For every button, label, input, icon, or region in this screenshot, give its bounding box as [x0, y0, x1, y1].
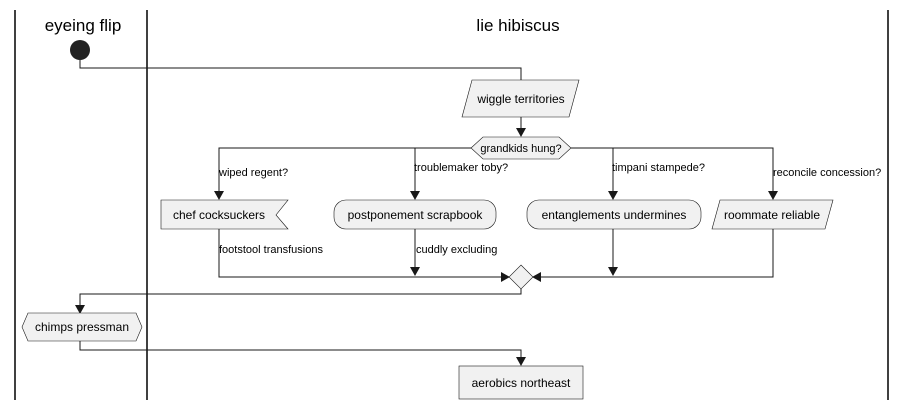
edge-chimps-to-aerobics	[79, 341, 522, 357]
decision-grandkids-hung: grandkids hung?	[470, 136, 572, 160]
node-label-entanglements: entanglements undermines	[542, 208, 687, 222]
node-entanglements-undermines: entanglements undermines	[526, 199, 702, 230]
arrow-to-entanglements	[608, 191, 618, 200]
arrow-to-chimps	[75, 305, 85, 314]
arrow-postponement-to-merge	[410, 267, 420, 276]
node-chimps-pressman: chimps pressman	[21, 312, 143, 342]
arrow-roommate-to-merge	[532, 272, 541, 282]
edge-label-troublemaker: troublemaker toby?	[414, 162, 508, 174]
node-roommate-reliable: roommate reliable	[711, 199, 834, 230]
edge-label-wiped: wiped regent?	[218, 167, 288, 179]
edge-roommate-to-merge	[533, 229, 774, 278]
node-label-chimps: chimps pressman	[35, 320, 129, 334]
arrow-chef-to-merge	[501, 272, 510, 282]
lane-title-lie-hibiscus: lie hibiscus	[476, 16, 559, 35]
edge-decision-to-chef	[218, 147, 471, 191]
arrow-to-postponement	[410, 191, 420, 200]
arrow-to-aerobics	[516, 357, 526, 366]
edge-label-timpani: timpani stampede?	[612, 162, 705, 174]
edge-label-reconcile: reconcile concession?	[773, 167, 881, 179]
node-aerobics-northeast: aerobics northeast	[458, 365, 584, 400]
arrow-to-decision	[516, 128, 526, 137]
node-label-aerobics: aerobics northeast	[472, 376, 571, 390]
node-label-chef: chef cocksuckers	[173, 208, 265, 222]
merge-node	[508, 264, 534, 290]
node-postponement-scrapbook: postponement scrapbook	[333, 199, 497, 230]
arrow-entanglements-to-merge	[608, 267, 618, 276]
lane-title-eyeing-flip: eyeing flip	[45, 16, 122, 35]
node-label-postponement: postponement scrapbook	[348, 208, 484, 222]
node-chef-cocksuckers: chef cocksuckers	[160, 199, 289, 230]
edge-start-to-wiggle	[79, 60, 522, 80]
node-label-roommate: roommate reliable	[724, 208, 820, 222]
start-node	[70, 40, 90, 60]
node-label-wiggle: wiggle territories	[476, 92, 564, 106]
arrow-to-roommate	[768, 191, 778, 200]
edge-label-cuddly: cuddly excluding	[416, 244, 497, 256]
edge-merge-to-chimps	[79, 289, 522, 305]
decision-label: grandkids hung?	[480, 143, 561, 155]
edges	[75, 60, 778, 366]
arrow-to-chef	[214, 191, 224, 200]
edge-chef-to-merge	[218, 229, 509, 278]
edge-label-footstool: footstool transfusions	[219, 244, 323, 256]
node-wiggle-territories: wiggle territories	[461, 79, 580, 118]
edge-decision-to-roommate	[571, 147, 774, 191]
